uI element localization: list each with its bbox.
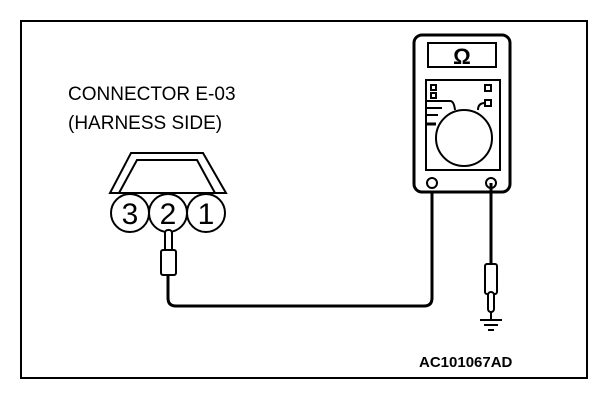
selector-dial [435,109,493,167]
test-lead-right [484,183,498,313]
pin-label-1: 1 [198,198,215,231]
figure-code: AC101067AD [419,354,513,371]
jack-com [426,177,438,189]
multimeter [412,33,512,194]
connector-e03 [108,152,228,233]
diagram-frame [20,20,588,379]
pin-label-3: 3 [122,198,139,231]
test-lead-left [160,185,434,308]
connector-subtitle: (HARNESS SIDE) [68,113,222,134]
ground-icon [480,312,502,331]
meter-display [427,42,497,68]
ohm-icon: Ω [453,44,471,69]
connector-title: CONNECTOR E-03 [68,84,236,105]
pin-1 [186,193,226,233]
pin-label-2: 2 [160,198,177,231]
